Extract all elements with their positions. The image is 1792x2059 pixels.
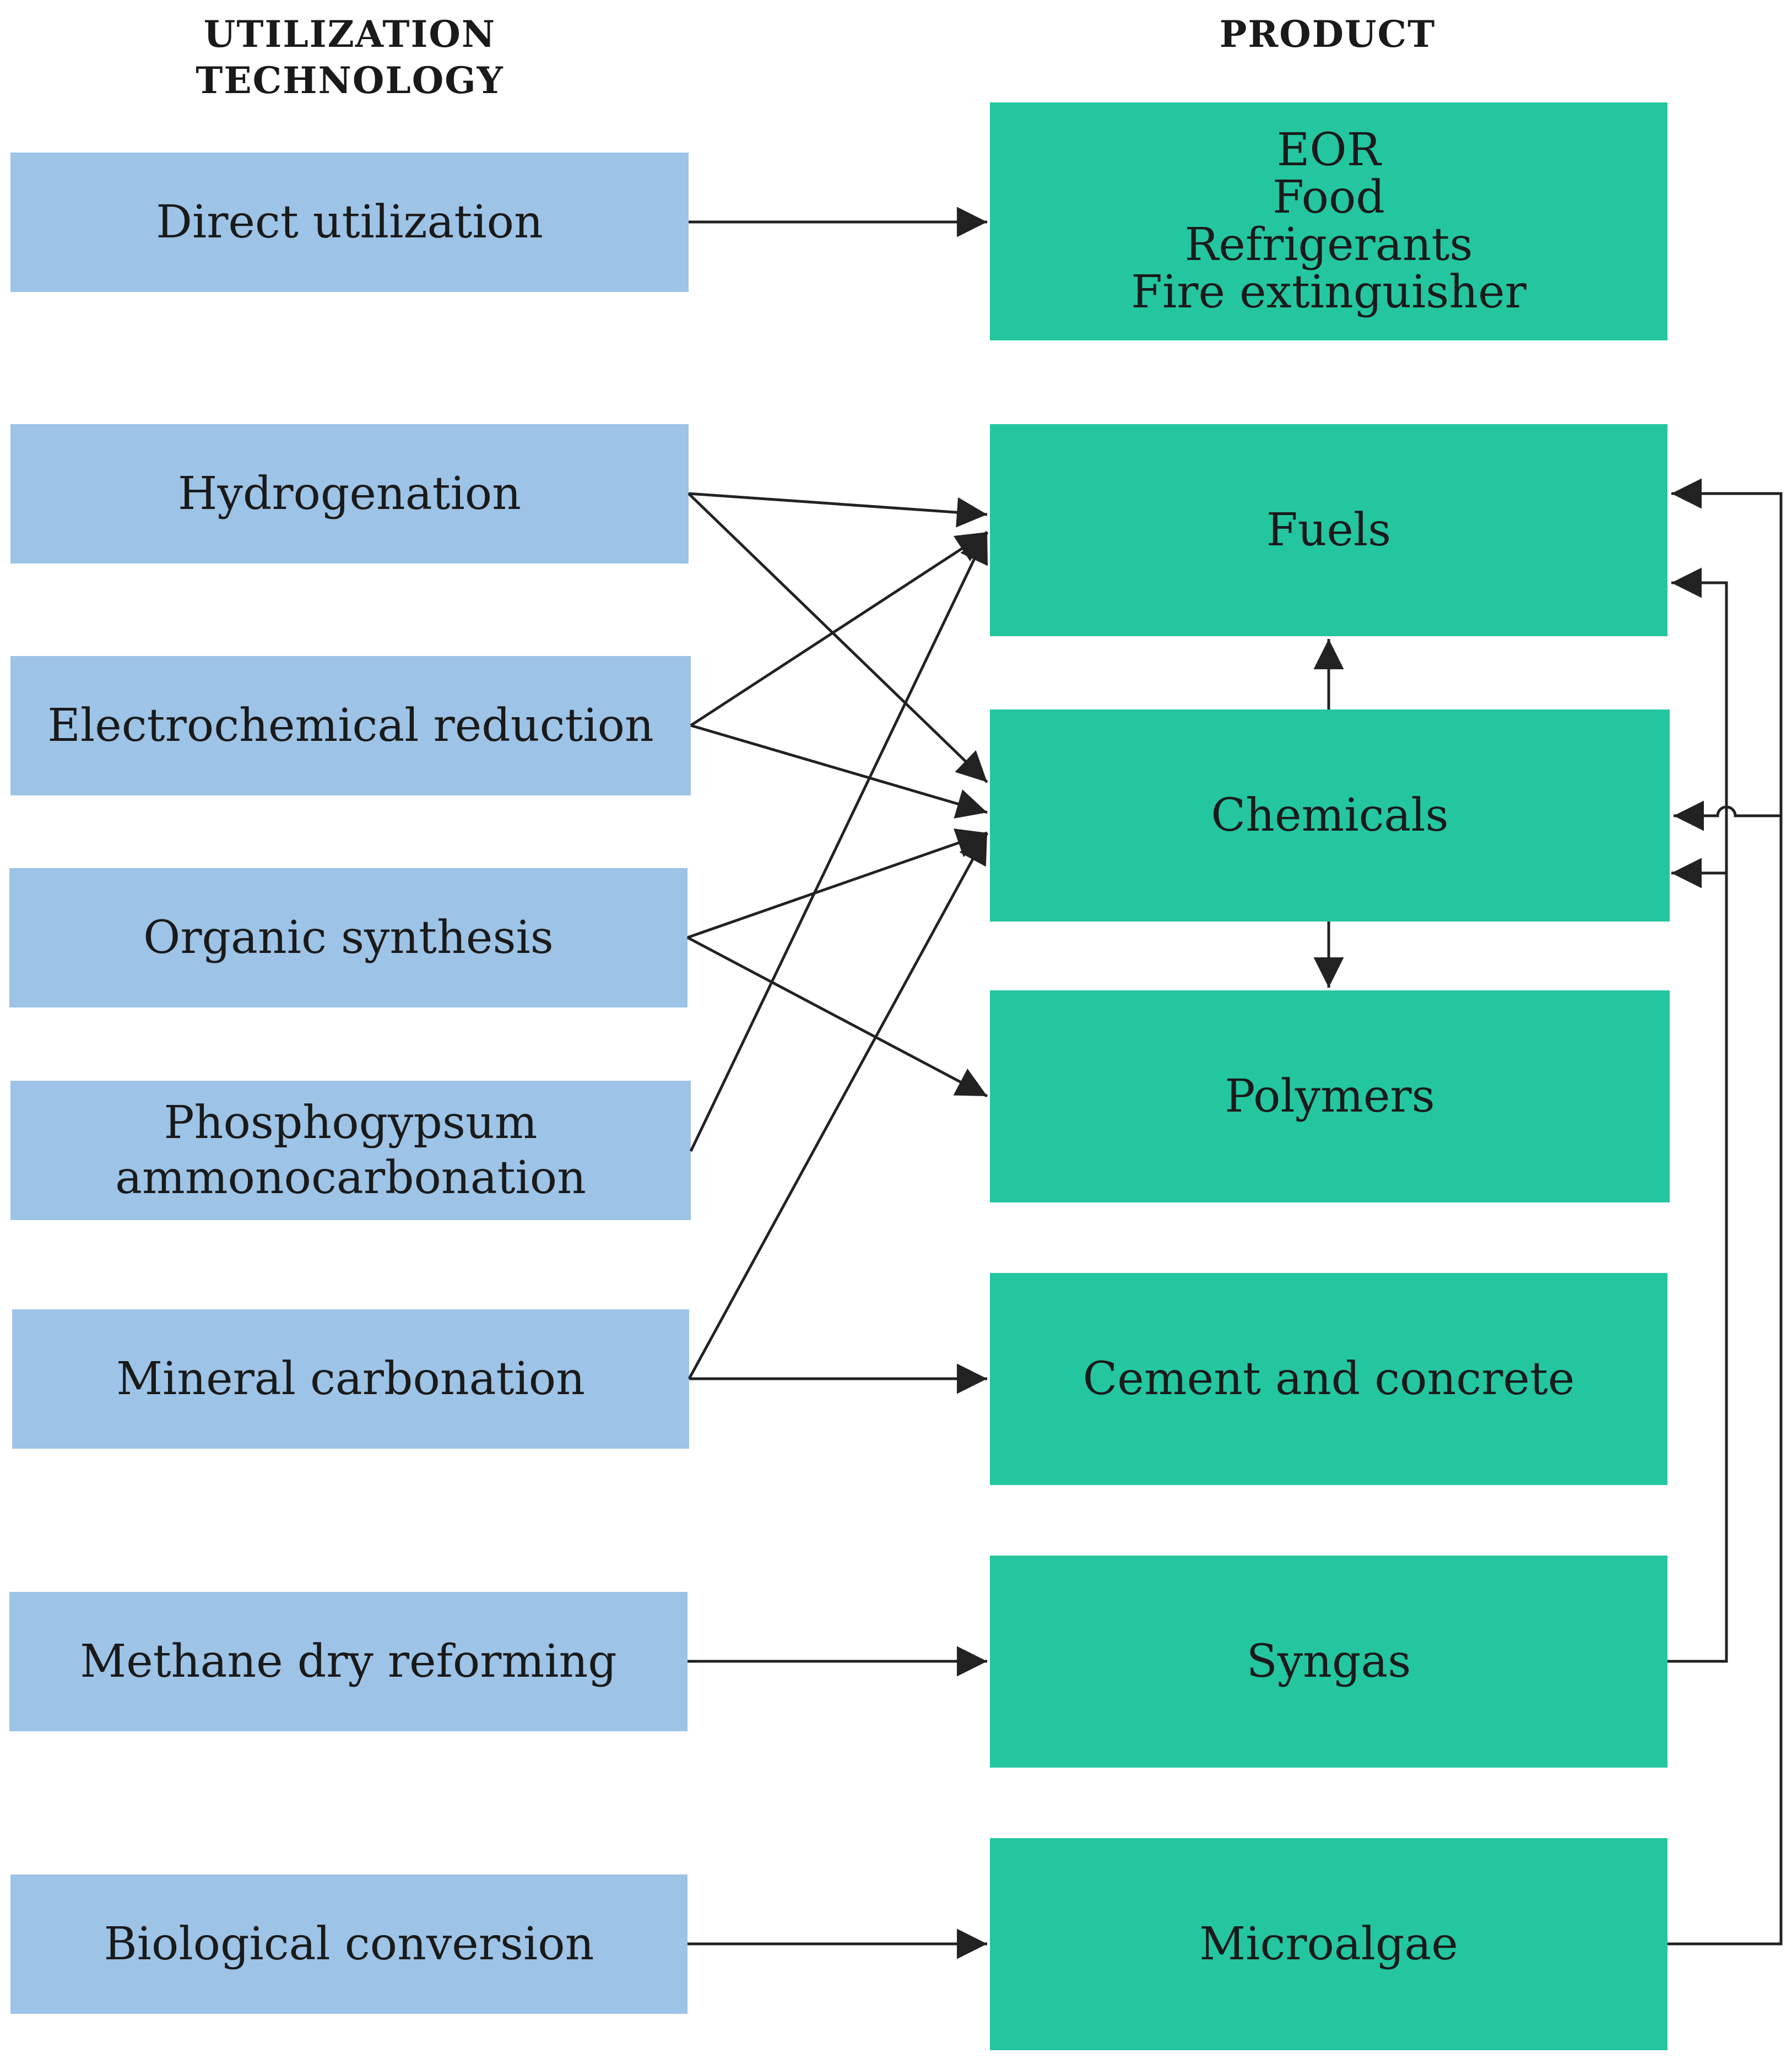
header-line: PRODUCT: [1219, 13, 1436, 56]
box-label: Cement and concrete: [1082, 1352, 1575, 1405]
box-label: Chemicals: [1211, 789, 1449, 842]
box-label: Syngas: [1246, 1635, 1411, 1688]
tech-biological-conversion: Biological conversion: [10, 1874, 687, 2014]
tech-methane-dry-reforming: Methane dry reforming: [9, 1592, 687, 1731]
arrow-hydrogenation-to-fuels: [688, 492, 988, 528]
arrow-mineral-to-chemicals: [687, 832, 989, 1380]
product-microalgae: Microalgae: [990, 1838, 1668, 2050]
tech-mineral-carbonation: Mineral carbonation: [12, 1309, 689, 1449]
product-syngas: Syngas: [990, 1556, 1668, 1768]
tech-hydrogenation: Hydrogenation: [10, 424, 689, 563]
box-label: Mineral carbonation: [116, 1352, 585, 1405]
header-line: TECHNOLOGY: [196, 59, 504, 102]
box-label: Polymers: [1225, 1070, 1435, 1123]
box-label: Fuels: [1266, 503, 1392, 556]
product-cement-and-concrete: Cement and concrete: [990, 1273, 1668, 1485]
product-fuels: Fuels: [990, 424, 1668, 636]
tech-phosphogypsum-ammonocarbonation: Phosphogypsum ammonocarbonation: [10, 1081, 691, 1220]
tech-direct-utilization: Direct utilization: [10, 153, 689, 292]
header-utilization-technology: UTILIZATION TECHNOLOGY: [132, 11, 567, 104]
tech-organic-synthesis: Organic synthesis: [9, 868, 687, 1007]
arrow-phosphogypsum-to-fuels: [689, 531, 989, 1152]
box-label: Food: [1273, 171, 1385, 224]
arrow-organic-to-chemicals: [687, 828, 988, 939]
header-product: PRODUCT: [1102, 11, 1553, 57]
arrow-syngas-to-fuels: [1668, 567, 1728, 1663]
arrow-electrochemical-to-chemicals: [690, 724, 988, 819]
box-label: Methane dry reforming: [80, 1635, 617, 1688]
arrow-organic-to-polymers: [686, 936, 988, 1098]
box-label: Refrigerants: [1184, 219, 1473, 271]
box-label: Biological conversion: [104, 1917, 594, 1970]
product-chemicals: Chemicals: [990, 709, 1670, 922]
box-label: Microalgae: [1199, 1917, 1458, 1970]
arrow-microalgae-to-fuels: [1668, 478, 1783, 1946]
arrow-hydrogenation-to-chemicals: [687, 492, 988, 783]
box-label: Direct utilization: [156, 196, 543, 248]
box-label: Phosphogypsum: [164, 1096, 538, 1149]
box-label: ammonocarbonation: [115, 1151, 586, 1204]
box-label: Organic synthesis: [143, 911, 554, 964]
product-direct-uses: EOR Food Refrigerants Fire extinguisher: [990, 102, 1668, 340]
header-line: UTILIZATION: [203, 13, 496, 56]
box-label: Fire extinguisher: [1131, 266, 1526, 318]
box-label: Electrochemical reduction: [47, 699, 654, 752]
box-label: EOR: [1276, 124, 1381, 176]
arrow-electrochemical-to-fuels: [690, 530, 988, 727]
arrow-microalgae-to-chemicals: [1674, 800, 1781, 831]
box-label: Hydrogenation: [178, 467, 521, 520]
tech-electrochemical-reduction: Electrochemical reduction: [10, 656, 691, 795]
product-polymers: Polymers: [990, 990, 1670, 1202]
